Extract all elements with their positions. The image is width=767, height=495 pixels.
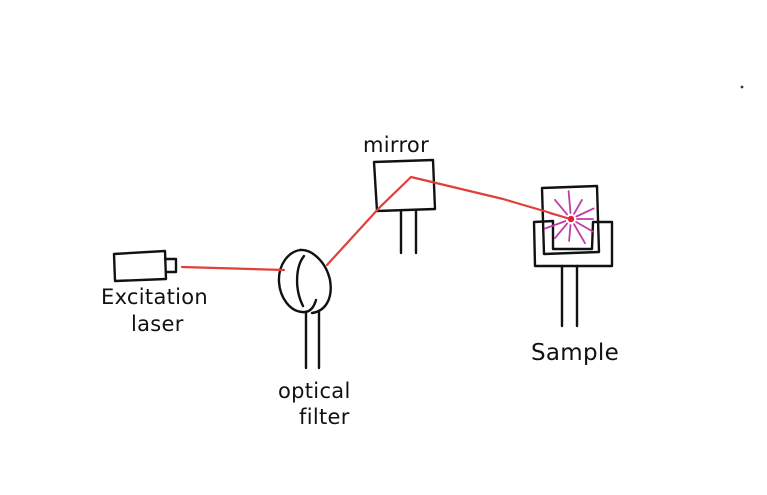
fluorescence-rays <box>543 190 595 245</box>
laser-label-line2: laser <box>131 312 184 336</box>
filter-label-line2: filter <box>299 405 350 429</box>
focal-spot <box>567 215 575 223</box>
sample <box>532 184 614 328</box>
fluorescence-ray <box>543 220 567 230</box>
fluorescence-ray <box>567 190 572 214</box>
laser-label-line1: Excitation <box>101 285 208 309</box>
filter-label-line1: optical <box>278 379 351 403</box>
fluorescence-ray <box>554 198 568 216</box>
fluorescence-ray <box>575 221 594 233</box>
fluorescence-ray <box>554 222 568 240</box>
stray-dot <box>740 85 744 89</box>
filter-lens-inner <box>295 254 306 308</box>
fluorescence-ray <box>573 198 583 215</box>
excitation-laser <box>112 249 178 283</box>
laser-body <box>112 249 168 283</box>
sample-cuvette <box>540 184 601 256</box>
fluorescence-ray <box>575 207 595 218</box>
mirror <box>372 158 437 255</box>
filter-lens-side <box>298 248 332 315</box>
filter-lens <box>277 248 318 314</box>
sample-holder <box>532 219 614 268</box>
fluorescence-ray <box>568 224 572 242</box>
optical-filter <box>277 248 332 370</box>
sample-label: Sample <box>531 340 619 366</box>
laser-nozzle <box>163 257 178 274</box>
mirror-housing <box>372 158 437 213</box>
laser-beam <box>180 175 572 272</box>
fluorescence-ray <box>573 223 586 245</box>
mirror-label: mirror <box>363 133 429 157</box>
